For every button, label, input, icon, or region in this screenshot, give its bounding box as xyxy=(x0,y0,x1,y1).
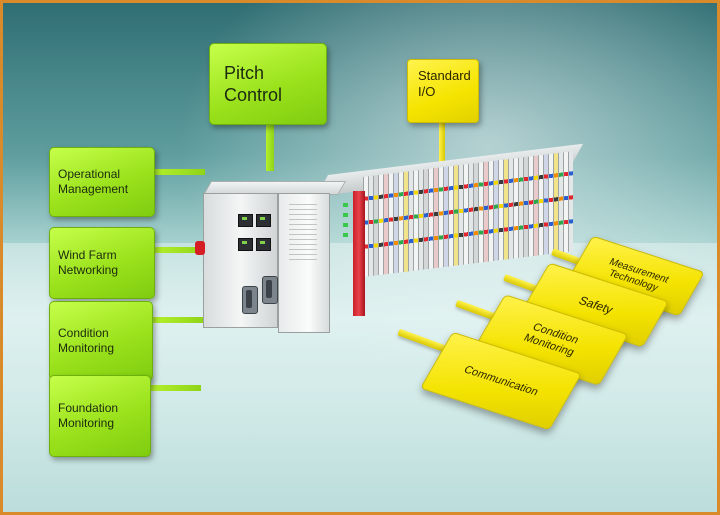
connector-standard-io xyxy=(439,121,445,167)
ethernet-port xyxy=(238,238,253,251)
label-standard-io: Standard I/O xyxy=(407,59,479,123)
cpu-left-module xyxy=(203,193,278,328)
connector-condition-monitoring-left xyxy=(153,317,205,323)
label-foundation-monitoring: Foundation Monitoring xyxy=(49,375,151,457)
connector-foundation-monitoring xyxy=(151,385,201,391)
terminal-block xyxy=(568,151,573,252)
cpu-right-module xyxy=(278,193,330,333)
tag-safety-text: Safety xyxy=(576,293,617,317)
label-pitch-control: Pitch Control xyxy=(209,43,327,125)
ethernet-port xyxy=(256,214,271,227)
ethernet-port xyxy=(238,214,253,227)
connector-wind-farm-networking xyxy=(153,247,205,253)
label-operational-management: Operational Management xyxy=(49,147,155,217)
label-condition-monitoring-left: Condition Monitoring xyxy=(49,301,153,381)
label-condition-monitoring-left-text: Condition Monitoring xyxy=(58,326,115,355)
serial-port xyxy=(262,276,278,304)
status-led xyxy=(343,233,348,237)
label-wind-farm-networking-text: Wind Farm Networking xyxy=(58,248,119,277)
label-foundation-monitoring-text: Foundation Monitoring xyxy=(58,401,119,430)
power-connector xyxy=(195,241,205,255)
ethernet-port xyxy=(256,238,271,251)
status-led xyxy=(343,203,348,207)
label-pitch-control-text: Pitch Control xyxy=(224,63,283,105)
label-operational-management-text: Operational Management xyxy=(58,167,129,196)
connector-pitch-control xyxy=(266,123,274,171)
tag-condition-monitoring-right-text: Condition Monitoring xyxy=(521,321,581,359)
status-led xyxy=(343,223,348,227)
tag-communication-text: Communication xyxy=(461,363,541,398)
plc-device xyxy=(195,143,583,338)
label-plate xyxy=(289,204,317,264)
label-wind-farm-networking: Wind Farm Networking xyxy=(49,227,155,299)
label-standard-io-text: Standard I/O xyxy=(418,68,471,99)
status-led xyxy=(343,213,348,217)
serial-port xyxy=(242,286,258,314)
red-end-plate xyxy=(353,191,365,316)
connector-operational-management xyxy=(153,169,205,175)
